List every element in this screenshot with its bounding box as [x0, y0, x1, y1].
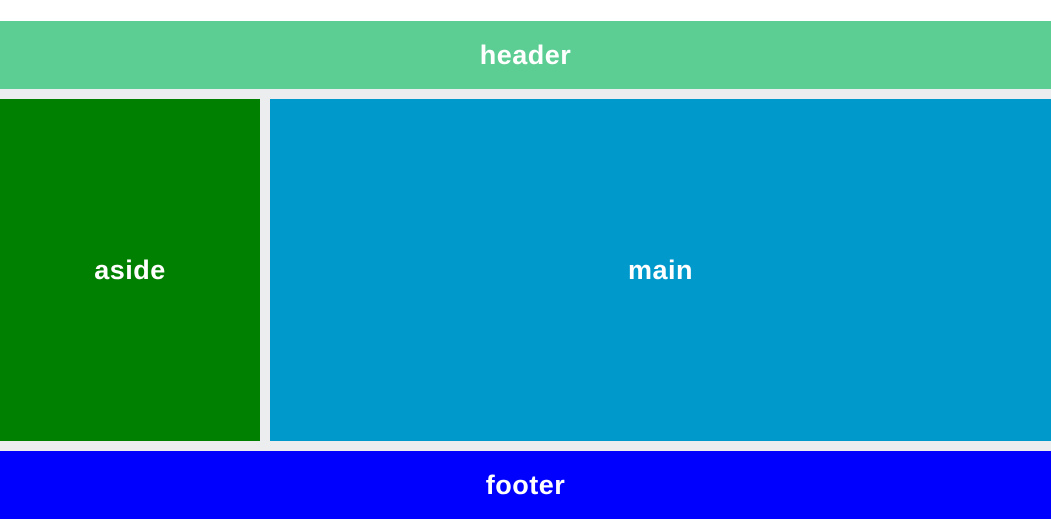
header-region: header: [0, 21, 1051, 89]
header-label: header: [479, 39, 572, 70]
main-label: main: [627, 254, 694, 285]
footer-region: footer: [0, 451, 1051, 519]
main-region: main: [270, 99, 1051, 441]
aside-region: aside: [0, 99, 260, 441]
aside-label: aside: [94, 254, 166, 285]
layout-grid: header aside main footer: [0, 21, 1051, 519]
footer-label: footer: [485, 469, 566, 500]
